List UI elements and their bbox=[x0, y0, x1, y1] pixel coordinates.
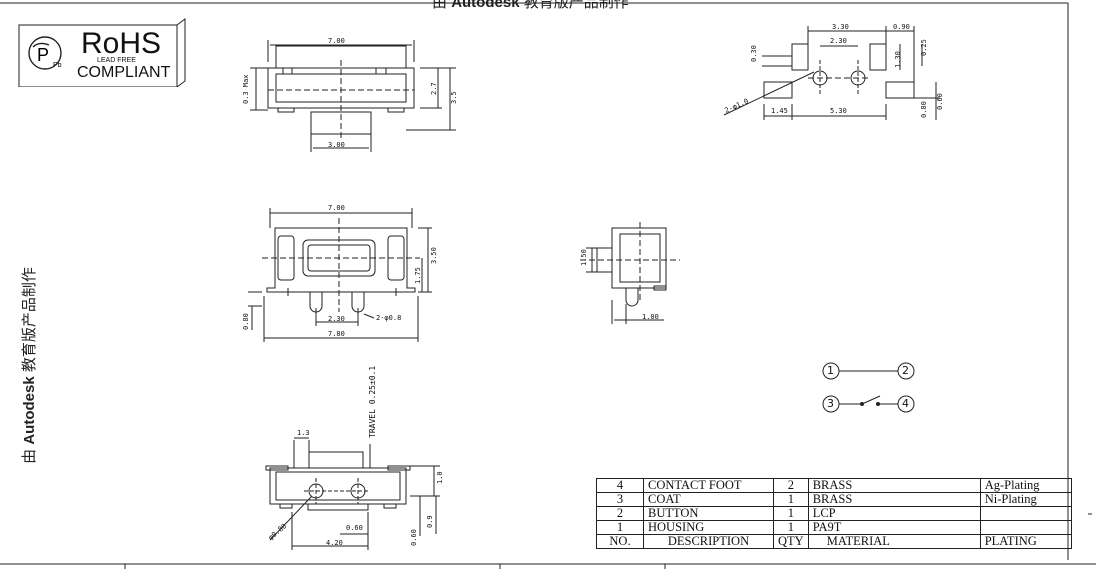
rohs-badge-icon: P Pb bbox=[18, 18, 186, 87]
dim-bot-13: 1.3 bbox=[297, 429, 310, 437]
dim-top-max: 0.3 Max bbox=[242, 74, 250, 104]
dim-front-080: 0.80 bbox=[242, 313, 250, 330]
dim-fp-330: 3.30 bbox=[832, 23, 849, 31]
rohs-lead-free: LEAD FREE bbox=[97, 57, 136, 64]
dim-fp-130: 1.30 bbox=[894, 51, 902, 68]
dim-fp-025: 0.25 bbox=[920, 39, 928, 56]
dim-bot-060b: 0.60 bbox=[410, 529, 418, 546]
dim-fp-145: 1.45 bbox=[771, 107, 788, 115]
dim-fp-030: 0.30 bbox=[750, 45, 758, 62]
table-header-row: NO. DESCRIPTION QTY MATERIAL PLATING bbox=[596, 534, 1072, 549]
dim-fp-060: 0.60 bbox=[936, 93, 944, 110]
dim-top-base: 3.00 bbox=[328, 141, 345, 149]
rohs-logo: P Pb RoHS LEAD FREE COMPLIANT bbox=[17, 17, 187, 87]
dim-fp-080: 0.80 bbox=[920, 101, 928, 118]
dim-fp-090: 0.90 bbox=[893, 23, 910, 31]
pin-3-label: 3 bbox=[827, 397, 834, 410]
dim-side-100: 1.00 bbox=[642, 313, 659, 321]
dim-front-230: 2.30 bbox=[328, 315, 345, 323]
pin-1-label: 1 bbox=[827, 364, 834, 377]
table-row: 3 COAT 1 BRASS Ni-Plating bbox=[596, 492, 1072, 507]
table-row: 2 BUTTON 1 LCP bbox=[596, 506, 1072, 521]
dim-front-holes: 2-φ0.8 bbox=[376, 314, 402, 322]
dim-fp-230: 2.30 bbox=[830, 37, 847, 45]
dim-side-150: 1.50 bbox=[580, 249, 588, 266]
dim-front-780: 7.80 bbox=[328, 330, 345, 338]
dim-travel: TRAVEL 0.25±0.1 bbox=[368, 365, 377, 438]
pin-2-label: 2 bbox=[902, 364, 909, 377]
bill-of-materials-table: 4 CONTACT FOOT 2 BRASS Ag-Plating 3 COAT… bbox=[596, 478, 1072, 549]
dim-fp-530: 5.30 bbox=[830, 107, 847, 115]
dim-front-175: 1.75 bbox=[414, 267, 422, 284]
dim-bot-10: 1.0 bbox=[436, 471, 444, 484]
dim-bot-420: 4.20 bbox=[326, 539, 343, 547]
pin-4-label: 4 bbox=[902, 397, 909, 410]
rohs-compliant: COMPLIANT bbox=[77, 64, 171, 81]
dim-bot-060a: 0.60 bbox=[346, 524, 363, 532]
dim-front-700: 7.00 bbox=[328, 204, 345, 212]
svg-text:P: P bbox=[37, 45, 49, 65]
table-row: 4 CONTACT FOOT 2 BRASS Ag-Plating bbox=[596, 478, 1072, 493]
dim-top-h2: 3.5 bbox=[450, 91, 458, 104]
dim-front-350: 3.50 bbox=[430, 247, 438, 264]
table-row: 1 HOUSING 1 PA9T bbox=[596, 520, 1072, 535]
dim-top-width: 7.00 bbox=[328, 37, 345, 45]
rohs-title: RoHS bbox=[81, 27, 162, 60]
dim-top-h1: 2.7 bbox=[430, 82, 438, 95]
watermark-top: 由 Autodesk 教育版产品制作 bbox=[432, 0, 629, 11]
watermark-left: 由 Autodesk 教育版产品制作 bbox=[20, 267, 38, 464]
svg-text:Pb: Pb bbox=[53, 62, 62, 69]
dim-bot-09: 0.9 bbox=[426, 515, 434, 528]
